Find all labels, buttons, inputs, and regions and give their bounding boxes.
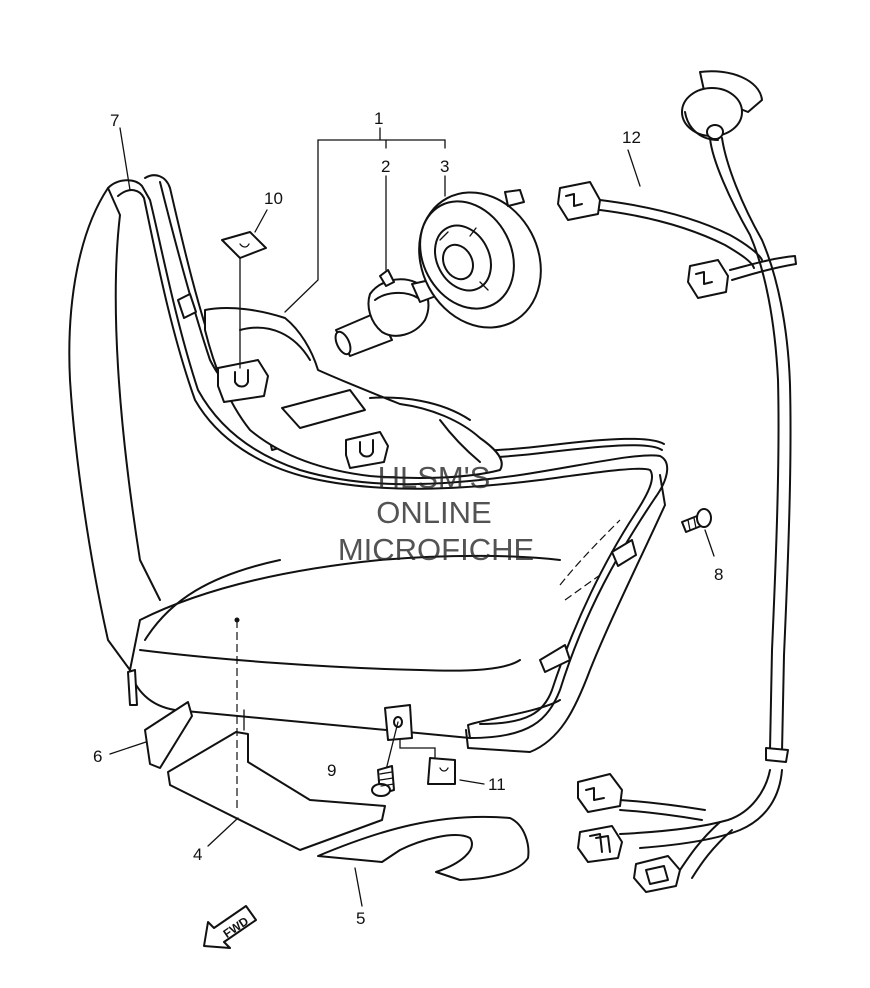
callout-12: 12 (622, 128, 641, 147)
watermark-line-2: ONLINE (376, 495, 491, 530)
callout-3: 3 (440, 157, 449, 176)
part-5-lower-plate (317, 815, 530, 907)
callout-8: 8 (714, 565, 723, 584)
part-2-bulb (334, 269, 437, 357)
callout-labels: 1 2 3 4 5 6 7 8 9 10 11 12 (93, 109, 723, 928)
part-8-screw (681, 508, 715, 557)
watermark: HLSM'S ONLINE MICROFICHE (338, 460, 534, 567)
callout-5: 5 (356, 909, 365, 928)
leader-lines (119, 127, 485, 785)
callout-11: 11 (488, 775, 506, 794)
callout-4: 4 (193, 845, 202, 864)
part-12-wiring-harness (557, 70, 797, 893)
reflector-body (204, 307, 503, 479)
part-9-screw (371, 765, 395, 797)
part-7-headlight-shell (68, 174, 669, 753)
callout-10: 10 (264, 189, 283, 208)
callout-7: 7 (110, 111, 119, 130)
watermark-line-3: MICROFICHE (338, 532, 534, 567)
callout-9: 9 (327, 761, 336, 780)
callout-1: 1 (374, 109, 383, 128)
part-3-bulb-cover (418, 189, 542, 329)
callout-2: 2 (381, 157, 390, 176)
watermark-line-1: HLSM'S (378, 460, 491, 495)
part-4-under-cover (167, 617, 386, 851)
part-6-side-cover (109, 701, 193, 769)
lower-mount-bracket (384, 704, 456, 785)
fwd-arrow: FWD (203, 905, 257, 949)
part-1-bracket (284, 127, 446, 313)
part-10-clip-top (221, 209, 268, 369)
callout-6: 6 (93, 747, 102, 766)
